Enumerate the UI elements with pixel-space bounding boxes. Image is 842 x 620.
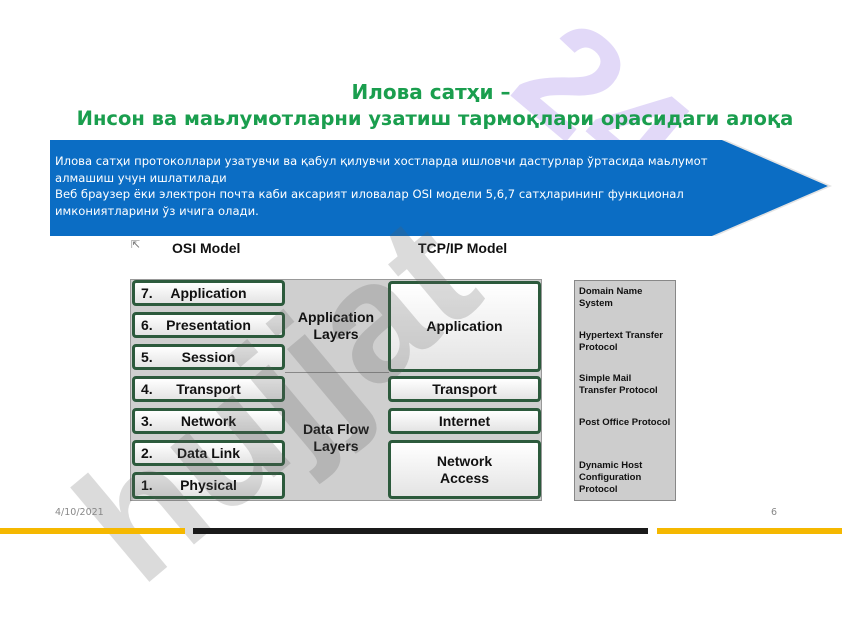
tcp-layer-internet: Internet bbox=[388, 408, 541, 434]
footer-bar-center bbox=[193, 528, 648, 534]
tcp-layer-application: Application bbox=[388, 281, 541, 372]
protocol-list: Domain Name System Hypertext Transfer Pr… bbox=[574, 280, 676, 501]
group-divider bbox=[285, 372, 389, 373]
info-banner-arrow bbox=[50, 140, 832, 236]
tcp-layer-transport: Transport bbox=[388, 376, 541, 402]
application-layers-label: Application Layers bbox=[297, 309, 375, 342]
footer-bar-right bbox=[657, 528, 842, 534]
osi-layer-3: 3.Network bbox=[132, 408, 285, 434]
osi-layer-4: 4.Transport bbox=[132, 376, 285, 402]
footer-bar-left bbox=[0, 528, 185, 534]
osi-layer-7: 7.Application bbox=[132, 280, 285, 306]
banner-paragraph-2: Веб браузер ёки электрон почта каби акса… bbox=[55, 187, 684, 218]
osi-layer-6: 6.Presentation bbox=[132, 312, 285, 338]
cursor-icon: ⇱ bbox=[131, 238, 141, 251]
protocol-item: Simple Mail Transfer Protocol bbox=[579, 373, 658, 396]
title-line-1: Илова сатҳи – bbox=[351, 80, 511, 104]
protocol-item: Domain Name System bbox=[579, 286, 643, 309]
tcp-model-header: TCP/IP Model bbox=[418, 240, 508, 256]
title-line-2: Инсон ва маьлумотларни узатиш тармоқлари… bbox=[76, 107, 794, 130]
osi-model-header: OSI Model bbox=[172, 240, 241, 256]
footer-date: 4/10/2021 bbox=[55, 507, 104, 518]
osi-layer-2: 2.Data Link bbox=[132, 440, 285, 466]
data-flow-layers-label: Data Flow Layers bbox=[302, 421, 370, 454]
protocol-item: Dynamic Host Configuration Protocol bbox=[579, 460, 643, 495]
banner-paragraph-1: Илова сатҳи протоколлари узатувчи ва қаб… bbox=[55, 154, 708, 185]
osi-layer-1: 1.Physical bbox=[132, 472, 285, 499]
protocol-item: Post Office Protocol bbox=[579, 416, 671, 428]
osi-layer-5: 5.Session bbox=[132, 344, 285, 370]
banner-text: Илова сатҳи протоколлари узатувчи ва қаб… bbox=[55, 153, 735, 219]
protocol-item: Hypertext Transfer Protocol bbox=[579, 329, 663, 353]
tcp-layer-network-access: Network Access bbox=[388, 440, 541, 499]
page-number: 6 bbox=[771, 507, 778, 518]
